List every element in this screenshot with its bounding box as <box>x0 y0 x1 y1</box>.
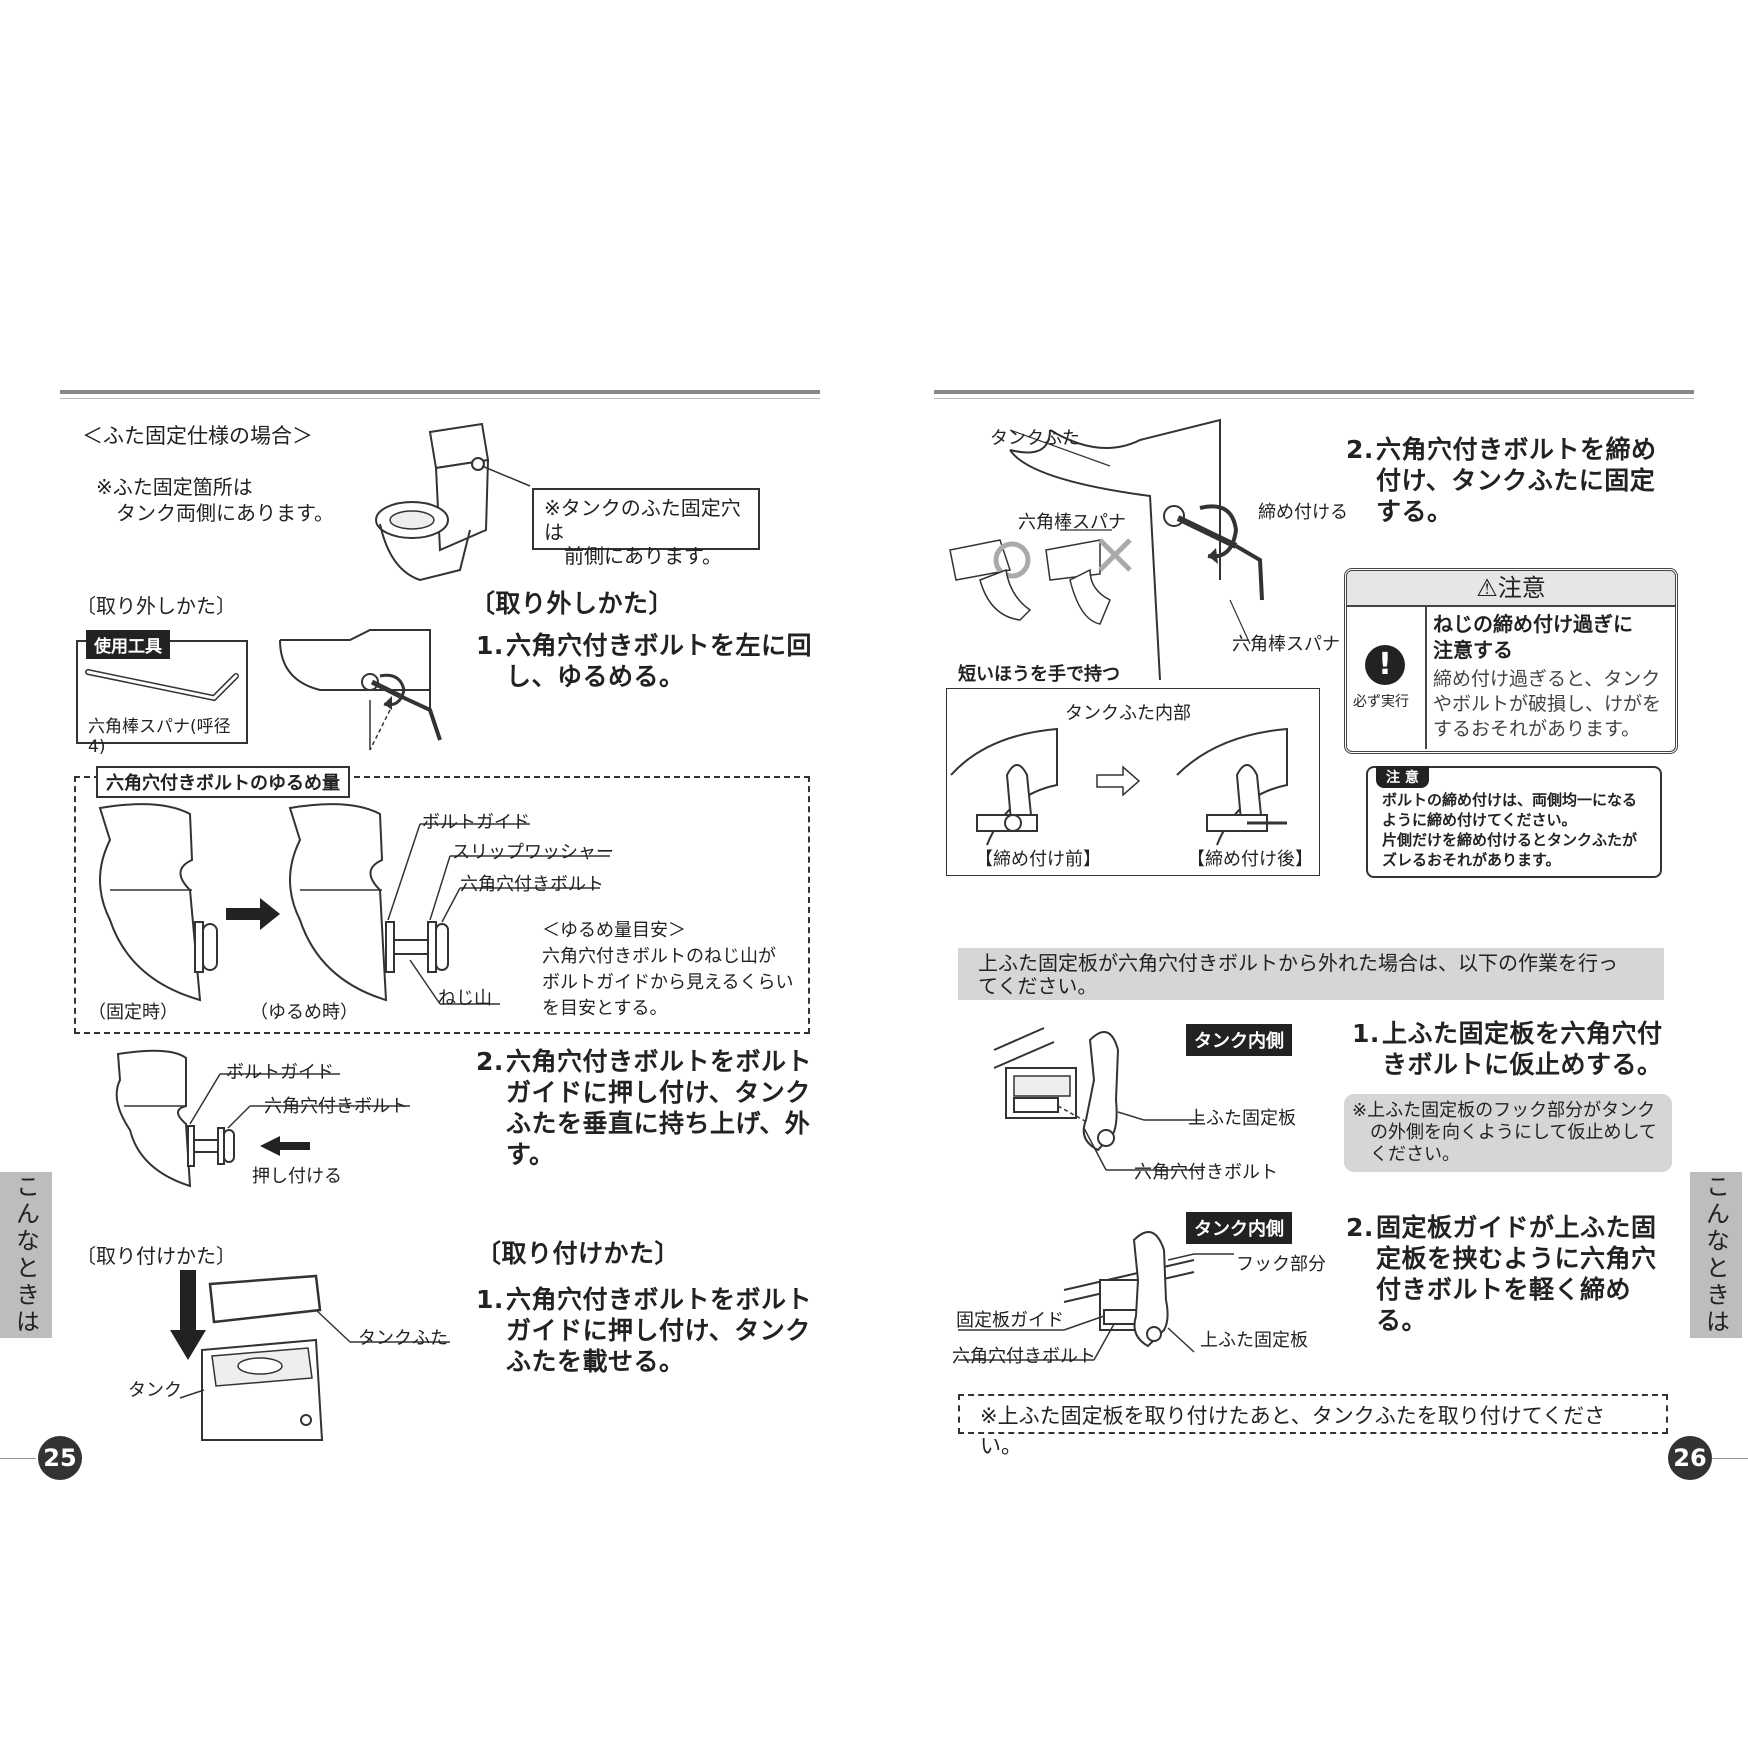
install-small-heading: 〔取り付けかた〕 <box>76 1244 236 1268</box>
caution-heading: ねじの締め付け過ぎに 注意する <box>1433 612 1633 662</box>
label-after: 【締め付け後】 <box>1187 849 1313 870</box>
caution-text: 締め付け過ぎると、タンク やボルトが破損し、けがを するおそれがあります。 <box>1433 668 1662 740</box>
removal-step2: 2. 六角穴付きボルトをボルト ガイドに押し付け、タンク ふたを垂直に持ち上げ、… <box>476 1047 813 1169</box>
fix2-label-hex-bolt: 六角穴付きボルト <box>952 1346 1096 1367</box>
inside-tank-label-2: タンク内側 <box>1186 1212 1292 1244</box>
step2-label-hex-bolt: 六角穴付きボルト <box>264 1096 408 1117</box>
label-before: 【締め付け前】 <box>975 849 1101 870</box>
step2-label-push: 押し付ける <box>252 1166 342 1187</box>
top-rule-right <box>934 390 1694 394</box>
caution-icon-cell: ! 必ず実行 <box>1347 607 1427 749</box>
note-label: 注 意 <box>1376 766 1429 788</box>
push-diagram <box>115 1049 410 1188</box>
section-title: ＜ふた固定仕様の場合＞ <box>82 424 313 448</box>
note-box: 注 意 ボルトの締め付けは、両側均一になる ように締め付けてください。 片側だけ… <box>1366 766 1662 878</box>
inside-tank-label: タンク内側 <box>1186 1024 1292 1056</box>
tighten-step2: 2. 六角穴付きボルトを締め 付け、タンクふたに固定 する。 <box>1346 435 1657 526</box>
label-fixed: （固定時） <box>88 1002 178 1023</box>
fix2-label-plate-guide: 固定板ガイド <box>956 1310 1064 1331</box>
hex-wrench-icon <box>85 669 239 702</box>
install-label-tank-lid: タンクふた <box>358 1328 448 1349</box>
label-tighten: 締め付ける <box>1258 502 1348 523</box>
loosen-amount-label: 六角穴付きボルトのゆるめ量 <box>96 766 350 798</box>
removal-step1: 1. 六角穴付きボルトを左に回 し、ゆるめる。 <box>476 631 813 691</box>
label-inside-lid: タンクふた内部 <box>1065 703 1191 724</box>
footer-note: ※上ふた固定板を取り付けたあと、タンクふたを取り付けてください。 <box>980 1404 1606 1458</box>
page-number-right: 26 <box>1668 1436 1712 1480</box>
label-hex-wrench: 六角棒スパナ <box>1018 512 1126 533</box>
loosen-guide: ＜ゆるめ量目安＞ 六角穴付きボルトのねじ山が ボルトガイドから見えるくらい を目… <box>542 920 794 1019</box>
label-hex-wrench2: 六角棒スパナ <box>1232 634 1340 655</box>
loosen-amount-box <box>74 776 810 1034</box>
label-slip-washer: スリップワッシャー <box>452 842 614 863</box>
side-tab-right[interactable]: こんなときは <box>1690 1172 1742 1338</box>
loosen-diagram <box>98 803 610 1005</box>
warning-triangle-icon: ⚠ <box>1476 574 1498 602</box>
removal-heading: 〔取り外しかた〕 <box>470 589 675 618</box>
top-rule-left-thin <box>60 398 820 399</box>
label-thread: ねじ山 <box>438 988 492 1009</box>
fix2-label-hook: フック部分 <box>1236 1254 1326 1275</box>
info-band: 上ふた固定板が六角穴付きボルトから外れた場合は、以下の作業を行っ てください。 <box>958 948 1664 1000</box>
install-step1: 1. 六角穴付きボルトをボルト ガイドに押し付け、タンク ふたを載せる。 <box>476 1285 813 1376</box>
footer-note-box: ※上ふた固定板を取り付けたあと、タンクふたを取り付けてください。 <box>958 1394 1668 1458</box>
note-fix-location: ※ふた固定箇所は タンク両側にあります。 <box>96 475 334 525</box>
tools-box: 使用工具 六角棒スパナ(呼径4) <box>76 630 248 757</box>
fix1-label-hex-bolt: 六角穴付きボルト <box>1134 1162 1278 1183</box>
top-rule-right-thin <box>934 398 1694 399</box>
caution-box: ⚠注意 ! 必ず実行 ねじの締め付け過ぎに 注意する 締め付け過ぎると、タンク … <box>1344 568 1678 754</box>
lid-bolt-illustration <box>279 629 442 751</box>
tools-label: 使用工具 <box>86 630 170 659</box>
tool-name: 六角棒スパナ(呼径4) <box>88 717 231 757</box>
label-bolt-guide: ボルトガイド <box>422 812 530 833</box>
side-tab-left[interactable]: こんなときは <box>0 1172 52 1338</box>
fix-step2: 2. 固定板ガイドが上ふた固 定板を挟むように六角穴 付きボルトを軽く締める。 <box>1346 1213 1657 1335</box>
fix2-diagram <box>958 1231 1234 1361</box>
top-rule-left <box>60 390 820 394</box>
fix1-label-upper-plate: 上ふた固定板 <box>1188 1108 1296 1129</box>
tighten-diagram <box>949 418 1264 681</box>
install-heading: 〔取り付けかた〕 <box>476 1239 681 1268</box>
page-num-line-left <box>0 1458 36 1459</box>
removal-small-heading: 〔取り外しかた〕 <box>76 594 236 618</box>
before-after-diagram <box>950 727 1288 846</box>
page-number-left: 25 <box>38 1436 82 1480</box>
label-tank-lid: タンクふた <box>990 428 1080 449</box>
install-label-tank: タンク <box>128 1380 182 1401</box>
fix-note: ※上ふた固定板のフック部分がタンク の外側を向くようにして仮止めして ください。 <box>1344 1094 1672 1172</box>
mandatory-icon: ! <box>1365 645 1405 685</box>
toilet-illustration <box>375 422 531 582</box>
fix2-label-upper-plate: 上ふた固定板 <box>1200 1330 1308 1351</box>
label-hold-short: 短いほうを手で持つ <box>958 664 1120 685</box>
fix1-diagram <box>993 1027 1204 1171</box>
label-hex-bolt: 六角穴付きボルト <box>460 874 604 895</box>
mandatory-label: 必ず実行 <box>1353 694 1409 710</box>
fix-step1: 1. 上ふた固定板を六角穴付 きボルトに仮止めする。 <box>1352 1019 1663 1079</box>
install-diagram <box>170 1270 450 1441</box>
note-front-hole: ※タンクのふた固定穴は 前側にあります。 <box>532 488 760 568</box>
inside-lid-box: タンクふた内部 【締め付け前】 【締め付け後】 <box>946 688 1320 876</box>
caution-header: ⚠注意 <box>1347 571 1675 607</box>
note-text: ボルトの締め付けは、両側均一になる ように締め付けてください。 片側だけを締め付… <box>1382 791 1638 869</box>
page-num-line-right <box>1712 1458 1748 1459</box>
label-loosened: （ゆるめ時） <box>250 1002 358 1023</box>
step2-label-bolt-guide: ボルトガイド <box>226 1062 334 1083</box>
